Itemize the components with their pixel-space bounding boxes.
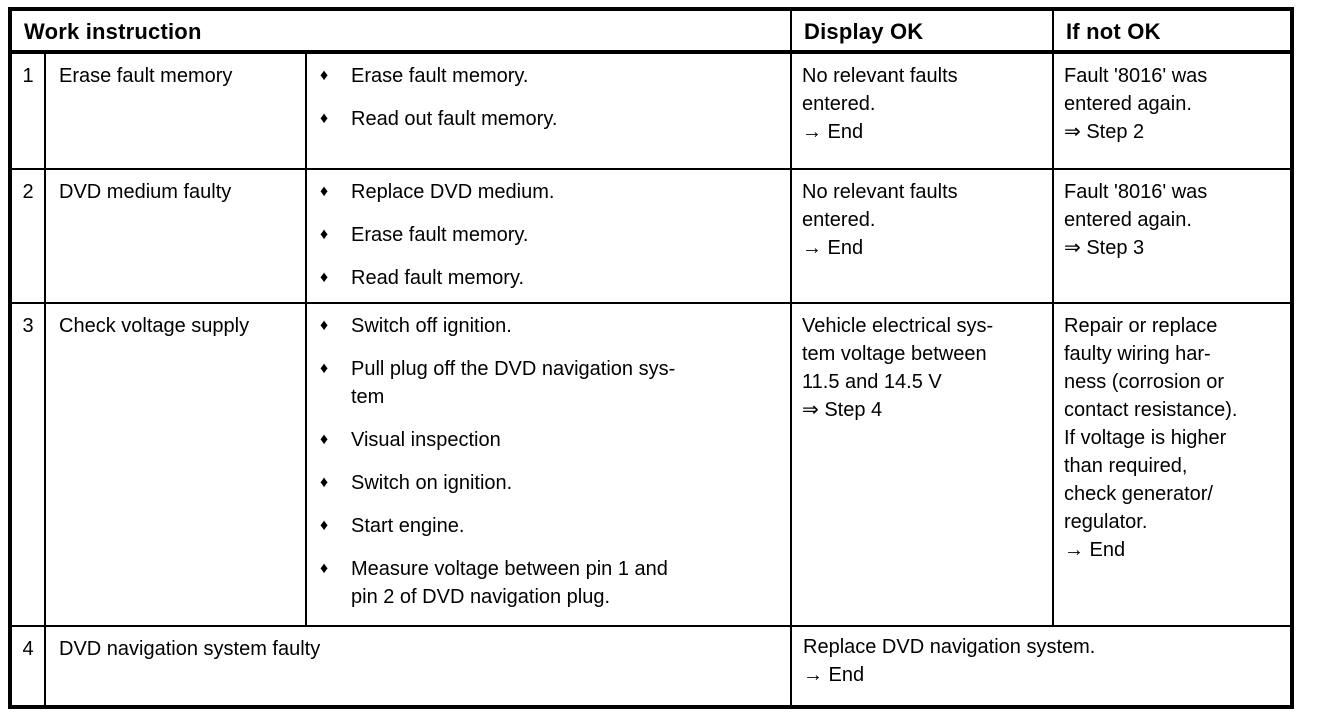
row3-title: Check voltage supply — [46, 304, 307, 627]
header-display-ok: Display OK — [792, 11, 1054, 54]
diamond-bullet-icon: ♦ — [320, 183, 329, 200]
step-text: Measure voltage between pin 1 and pin 2 … — [351, 558, 668, 608]
diamond-bullet-icon: ♦ — [320, 110, 329, 127]
diamond-bullet-icon: ♦ — [320, 317, 329, 334]
row3-display-ok: Vehicle electrical sys- tem voltage betw… — [792, 304, 1054, 627]
diamond-bullet-icon: ♦ — [320, 474, 329, 491]
step-text: Switch off ignition. — [351, 315, 512, 337]
diamond-bullet-icon: ♦ — [320, 360, 329, 377]
row3-step-number: 3 — [12, 304, 46, 627]
row4-title: DVD navigation system faulty — [46, 627, 792, 705]
step-text: Erase fault memory. — [351, 224, 529, 246]
step-text: Read fault memory. — [351, 267, 525, 289]
row1-if-not-ok: Fault '8016' was entered again. ⇒ Step 2 — [1054, 54, 1290, 170]
instruction-step: ♦ Replace DVD medium. — [318, 178, 784, 206]
instruction-step: ♦ Visual inspection — [318, 426, 784, 454]
instruction-step: ♦ Measure voltage between pin 1 and pin … — [318, 555, 784, 611]
instruction-step: ♦ Start engine. — [318, 512, 784, 540]
row4-result: Replace DVD navigation system. → End — [803, 636, 1096, 686]
row2-step-number: 2 — [12, 170, 46, 304]
diamond-bullet-icon: ♦ — [320, 560, 329, 577]
row2-display-ok: No relevant faults entered. → End — [792, 170, 1054, 304]
step-text: Pull plug off the DVD navigation sys- te… — [351, 358, 676, 408]
instruction-step: ♦ Pull plug off the DVD navigation sys- … — [318, 355, 784, 411]
work-instruction-table: Work instruction Display OK If not OK 1 … — [8, 7, 1294, 709]
diamond-bullet-icon: ♦ — [320, 517, 329, 534]
instruction-step: ♦ Erase fault memory. — [318, 221, 784, 249]
row2-if-not-ok: Fault '8016' was entered again. ⇒ Step 3 — [1054, 170, 1290, 304]
row2-title: DVD medium faulty — [46, 170, 307, 304]
row1-step-number: 1 — [12, 54, 46, 170]
step-text: Switch on ignition. — [351, 472, 513, 494]
instruction-step: ♦ Read out fault memory. — [318, 105, 784, 133]
row1-display-ok: No relevant faults entered. → End — [792, 54, 1054, 170]
diamond-bullet-icon: ♦ — [320, 431, 329, 448]
header-work-instruction: Work instruction — [12, 11, 792, 54]
row3-if-not-ok: Repair or replace faulty wiring har- nes… — [1054, 304, 1290, 627]
step-text: Visual inspection — [351, 429, 501, 451]
row4-step-number: 4 — [12, 627, 46, 705]
step-text: Erase fault memory. — [351, 65, 529, 87]
instruction-step: ♦ Read fault memory. — [318, 264, 784, 292]
instruction-step: ♦ Erase fault memory. — [318, 62, 784, 90]
instruction-step: ♦ Switch off ignition. — [318, 312, 784, 340]
row1-title: Erase fault memory — [46, 54, 307, 170]
diamond-bullet-icon: ♦ — [320, 67, 329, 84]
step-text: Start engine. — [351, 515, 465, 537]
row2-steps: ♦ Replace DVD medium. ♦ Erase fault memo… — [307, 170, 792, 304]
row1-steps: ♦ Erase fault memory. ♦ Read out fault m… — [307, 54, 792, 170]
diamond-bullet-icon: ♦ — [320, 269, 329, 286]
header-if-not-ok: If not OK — [1054, 11, 1290, 54]
diamond-bullet-icon: ♦ — [320, 226, 329, 243]
step-text: Read out fault memory. — [351, 108, 558, 130]
instruction-step: ♦ Switch on ignition. — [318, 469, 784, 497]
step-text: Replace DVD medium. — [351, 181, 555, 203]
row3-steps: ♦ Switch off ignition. ♦ Pull plug off t… — [307, 304, 792, 627]
